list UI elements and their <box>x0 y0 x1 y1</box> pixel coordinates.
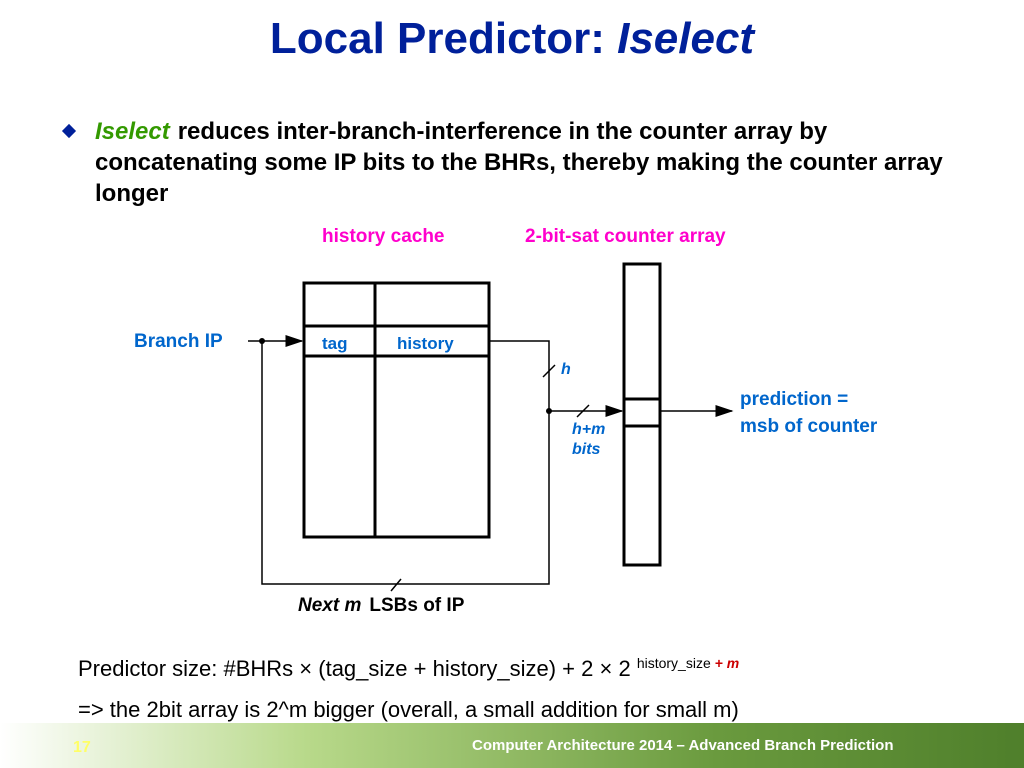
hm-bits-label-2: bits <box>572 441 601 458</box>
lsb-bus-slash <box>390 578 402 592</box>
title-main: Local Predictor: <box>269 14 618 63</box>
title-italic: Iselect <box>617 14 755 63</box>
history-column-label: history <box>397 334 454 353</box>
bullet-italic: Iselect <box>95 118 170 145</box>
lsbs-of-ip-text: LSBs of IP <box>369 595 465 616</box>
tag-column-label: tag <box>322 334 348 353</box>
history-output-wire <box>489 340 550 411</box>
history-cache-table <box>302 281 491 539</box>
next-m-lsbs-label: Next m LSBs of IP <box>298 595 464 617</box>
predictor-size-formula: Predictor size: #BHRs × (tag_size + hist… <box>78 655 739 682</box>
formula-exponent-m: + m <box>714 655 740 671</box>
branch-ip-label: Branch IP <box>134 331 223 352</box>
footer-text: Computer Architecture 2014 – Advanced Br… <box>472 737 894 754</box>
h-bus-slash <box>542 364 556 378</box>
prediction-label-1: prediction = <box>740 389 849 410</box>
hm-bits-label-1: h+m <box>572 421 606 438</box>
prediction-label-2: msb of counter <box>740 416 878 437</box>
history-cache-label: history cache <box>322 226 445 247</box>
formula-main: Predictor size: #BHRs × (tag_size + hist… <box>78 656 637 681</box>
next-m-italic: Next m <box>298 595 362 616</box>
bullet-text: reduces inter-branch-interference in the… <box>95 118 943 207</box>
ip-lsb-wire <box>261 341 550 585</box>
footer-bar <box>0 723 1024 768</box>
slide-title: Local Predictor: Iselect <box>0 14 1024 64</box>
h-bits-label: h <box>561 361 571 378</box>
page-number: 17 <box>73 739 91 756</box>
hm-bus-slash <box>576 404 590 418</box>
formula-exponent: history_size <box>636 655 715 671</box>
counter-array <box>622 262 662 567</box>
implication-text: => the 2bit array is 2^m bigger (overall… <box>78 697 739 722</box>
counter-array-label: 2-bit-sat counter array <box>525 226 726 247</box>
